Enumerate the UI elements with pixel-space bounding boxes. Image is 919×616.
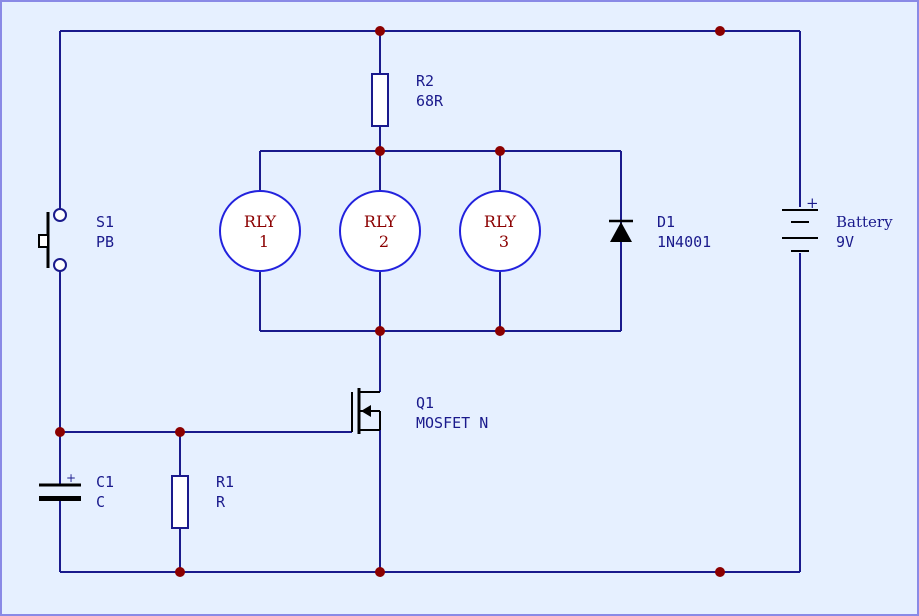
resistor-r1 xyxy=(171,475,189,529)
switch-button xyxy=(38,234,49,248)
node xyxy=(495,326,505,336)
relay-2-coil xyxy=(339,190,421,272)
node xyxy=(175,567,185,577)
battery-gap xyxy=(780,207,820,253)
relay-1-label: RLY xyxy=(244,212,277,231)
relay-3 xyxy=(459,190,541,272)
s1-value-label: PB xyxy=(96,233,114,251)
mosfet-q1 xyxy=(351,388,381,434)
relay-3-number: 3 xyxy=(499,232,509,251)
r1-value-label: R xyxy=(216,493,226,511)
node xyxy=(715,567,725,577)
d1-ref-label: D1 xyxy=(657,213,675,231)
battery xyxy=(780,207,820,253)
node xyxy=(715,26,725,36)
battery-ref-label: Battery xyxy=(836,213,893,231)
s1-ref-label: S1 xyxy=(96,213,114,231)
battery-polarity: + xyxy=(806,194,819,212)
mosfet-arrow xyxy=(361,405,371,417)
q1-ref-label: Q1 xyxy=(416,394,434,412)
switch-contact-top xyxy=(53,208,67,222)
q1-value-label: MOSFET N xyxy=(416,414,488,432)
battery-value-label: 9V xyxy=(836,233,854,251)
relay-2-number: 2 xyxy=(379,232,389,251)
relay-3-coil xyxy=(459,190,541,272)
node xyxy=(375,26,385,36)
r2-value-label: 68R xyxy=(416,92,444,110)
resistor-r2 xyxy=(371,73,389,127)
node xyxy=(495,146,505,156)
relay-1-coil xyxy=(219,190,301,272)
c1-polarity: + xyxy=(66,471,76,485)
d1-value-label: 1N4001 xyxy=(657,233,711,251)
junction-nodes xyxy=(55,26,725,577)
node xyxy=(375,326,385,336)
relay-3-label: RLY xyxy=(484,212,517,231)
capacitor-c1 xyxy=(39,483,81,501)
r1-ref-label: R1 xyxy=(216,473,234,491)
relay-2-label: RLY xyxy=(364,212,397,231)
diode-triangle xyxy=(610,222,632,242)
relay-2 xyxy=(339,190,421,272)
capacitor-plate-bottom xyxy=(39,496,81,501)
c1-ref-label: C1 xyxy=(96,473,114,491)
node xyxy=(375,567,385,577)
switch-s1 xyxy=(38,208,67,272)
relay-1-number: 1 xyxy=(259,232,269,251)
r2-ref-label: R2 xyxy=(416,72,434,90)
diode-d1 xyxy=(609,219,633,242)
relay-1 xyxy=(219,190,301,272)
node xyxy=(55,427,65,437)
node xyxy=(175,427,185,437)
node xyxy=(375,146,385,156)
c1-value-label: C xyxy=(96,493,105,511)
switch-contact-bottom xyxy=(53,258,67,272)
